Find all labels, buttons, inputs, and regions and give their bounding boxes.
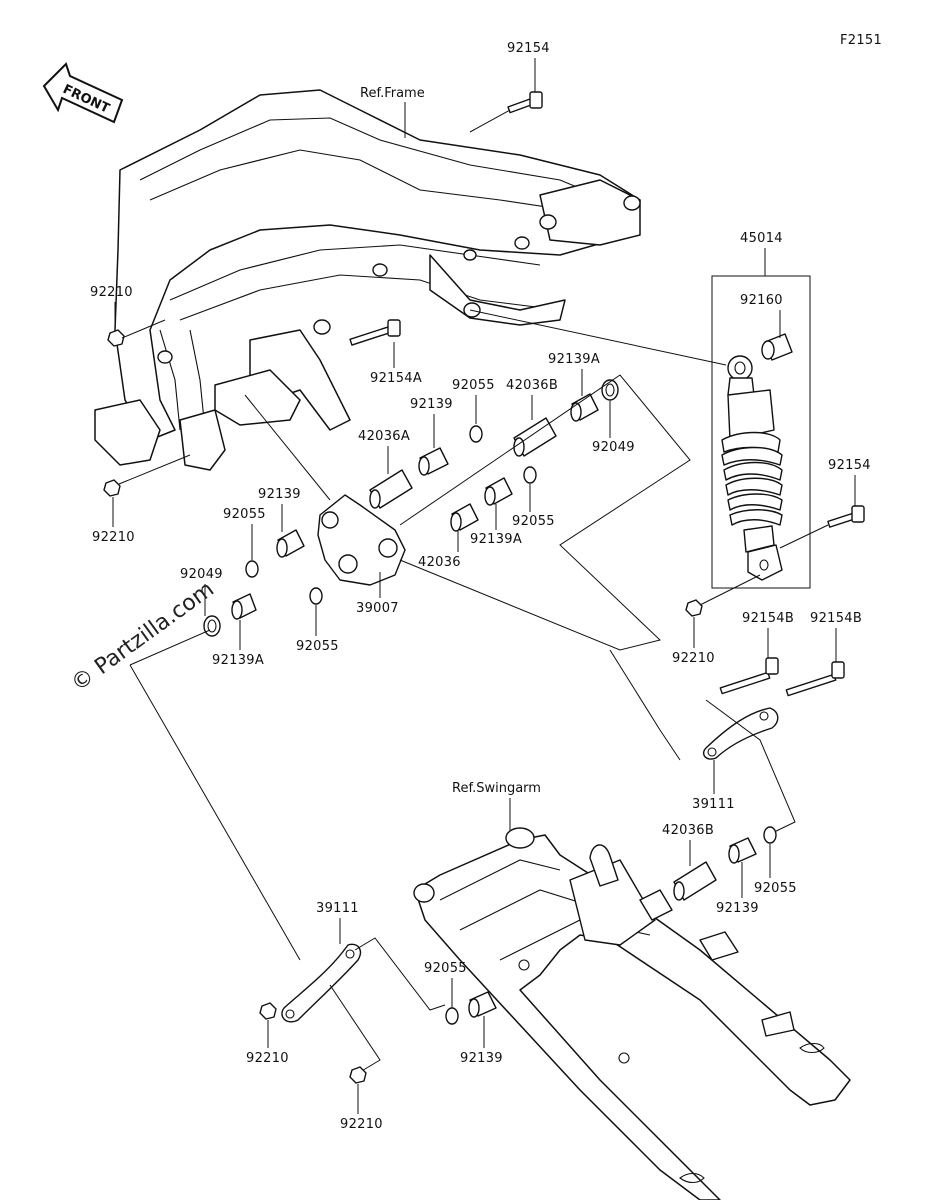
callout-39007: 39007 xyxy=(356,601,399,616)
bushing-92139-bottom xyxy=(468,991,497,1018)
callout-92139a-left: 92139A xyxy=(212,653,264,668)
circlip-92055-bottom xyxy=(445,1007,459,1025)
sleeve-42036 xyxy=(450,503,479,532)
callout-92160: 92160 xyxy=(740,293,783,308)
callout-92154-right: 92154 xyxy=(828,458,871,473)
circlip-92055-center xyxy=(523,466,537,484)
front-arrow-icon: FRONT xyxy=(42,62,124,124)
callout-92210-bottom: 92210 xyxy=(340,1117,383,1132)
callout-92139-upper: 92139 xyxy=(410,397,453,412)
bushing-92139-right xyxy=(728,837,757,864)
callout-92139-bottom: 92139 xyxy=(460,1051,503,1066)
nut-92210-left-upper xyxy=(107,329,125,347)
callout-92139-right: 92139 xyxy=(716,901,759,916)
bushing-92139a-upper xyxy=(570,393,599,422)
callout-92154b-left: 92154B xyxy=(742,611,794,626)
callout-92210-left-upper: 92210 xyxy=(90,285,133,300)
tie-rod-39111-left xyxy=(281,943,362,1023)
ref-frame-label: Ref.Frame xyxy=(360,86,425,101)
callout-92139a-center: 92139A xyxy=(470,532,522,547)
callout-39111-right: 39111 xyxy=(692,797,735,812)
bushing-92139a-center xyxy=(484,477,513,506)
bushing-92160 xyxy=(761,333,793,361)
callout-92154-top: 92154 xyxy=(507,41,550,56)
callout-92210-bottom-left: 92210 xyxy=(246,1051,289,1066)
nut-92210-left-lower xyxy=(103,479,121,497)
nut-92210-bottom-left xyxy=(259,1002,277,1020)
callout-42036: 42036 xyxy=(418,555,461,570)
callout-92139a-upper: 92139A xyxy=(548,352,600,367)
callout-92210-shock: 92210 xyxy=(672,651,715,666)
callout-92210-left-lower: 92210 xyxy=(92,530,135,545)
shock-absorber-45014 xyxy=(721,355,783,581)
callout-92055-lower: 92055 xyxy=(296,639,339,654)
bolt-92154-right xyxy=(827,505,865,528)
bolt-92154-top xyxy=(507,91,543,114)
tie-rod-39111-right xyxy=(702,707,779,760)
circlip-92055-left xyxy=(245,560,259,578)
callout-92055-right: 92055 xyxy=(754,881,797,896)
sleeve-42036a xyxy=(369,469,413,509)
watermark-text: © Partzilla.com xyxy=(67,577,219,697)
callout-92154b-right: 92154B xyxy=(810,611,862,626)
sleeve-42036b-upper xyxy=(513,417,557,457)
circlip-92055-right xyxy=(763,826,777,844)
circlip-92055-lower xyxy=(309,587,323,605)
rocker-arm-39007 xyxy=(317,494,406,586)
bushing-92139a-left xyxy=(231,593,257,620)
callout-42036a: 42036A xyxy=(358,429,410,444)
callout-92139-left: 92139 xyxy=(258,487,301,502)
bushing-92139-left xyxy=(276,529,305,558)
seal-92049-left xyxy=(203,615,221,637)
callout-92049-upper: 92049 xyxy=(592,440,635,455)
callout-92154a: 92154A xyxy=(370,371,422,386)
nut-92210-shock xyxy=(685,599,703,617)
callout-92055-left: 92055 xyxy=(223,507,266,522)
callout-42036b-lower: 42036B xyxy=(662,823,714,838)
bushing-92139-upper xyxy=(418,447,449,476)
seal-92049-upper xyxy=(601,379,619,401)
callout-92049-left: 92049 xyxy=(180,567,223,582)
circlip-92055-upper xyxy=(469,425,483,443)
ref-swingarm-label: Ref.Swingarm xyxy=(452,781,541,796)
callout-42036b-upper: 42036B xyxy=(506,378,558,393)
frame-illustration xyxy=(94,89,641,471)
callout-92055-center: 92055 xyxy=(512,514,555,529)
callout-39111-left: 39111 xyxy=(316,901,359,916)
bolt-92154b-right xyxy=(785,661,845,697)
callout-45014: 45014 xyxy=(740,231,783,246)
sleeve-42036b-lower xyxy=(673,861,717,901)
swingarm-illustration xyxy=(413,827,851,1200)
callout-92055-bottom: 92055 xyxy=(424,961,467,976)
bolt-92154b-left xyxy=(719,657,779,695)
bolt-92154a xyxy=(349,319,401,346)
nut-92210-bottom xyxy=(349,1066,367,1084)
callout-92055-upper: 92055 xyxy=(452,378,495,393)
diagram-code: F2151 xyxy=(840,33,882,48)
